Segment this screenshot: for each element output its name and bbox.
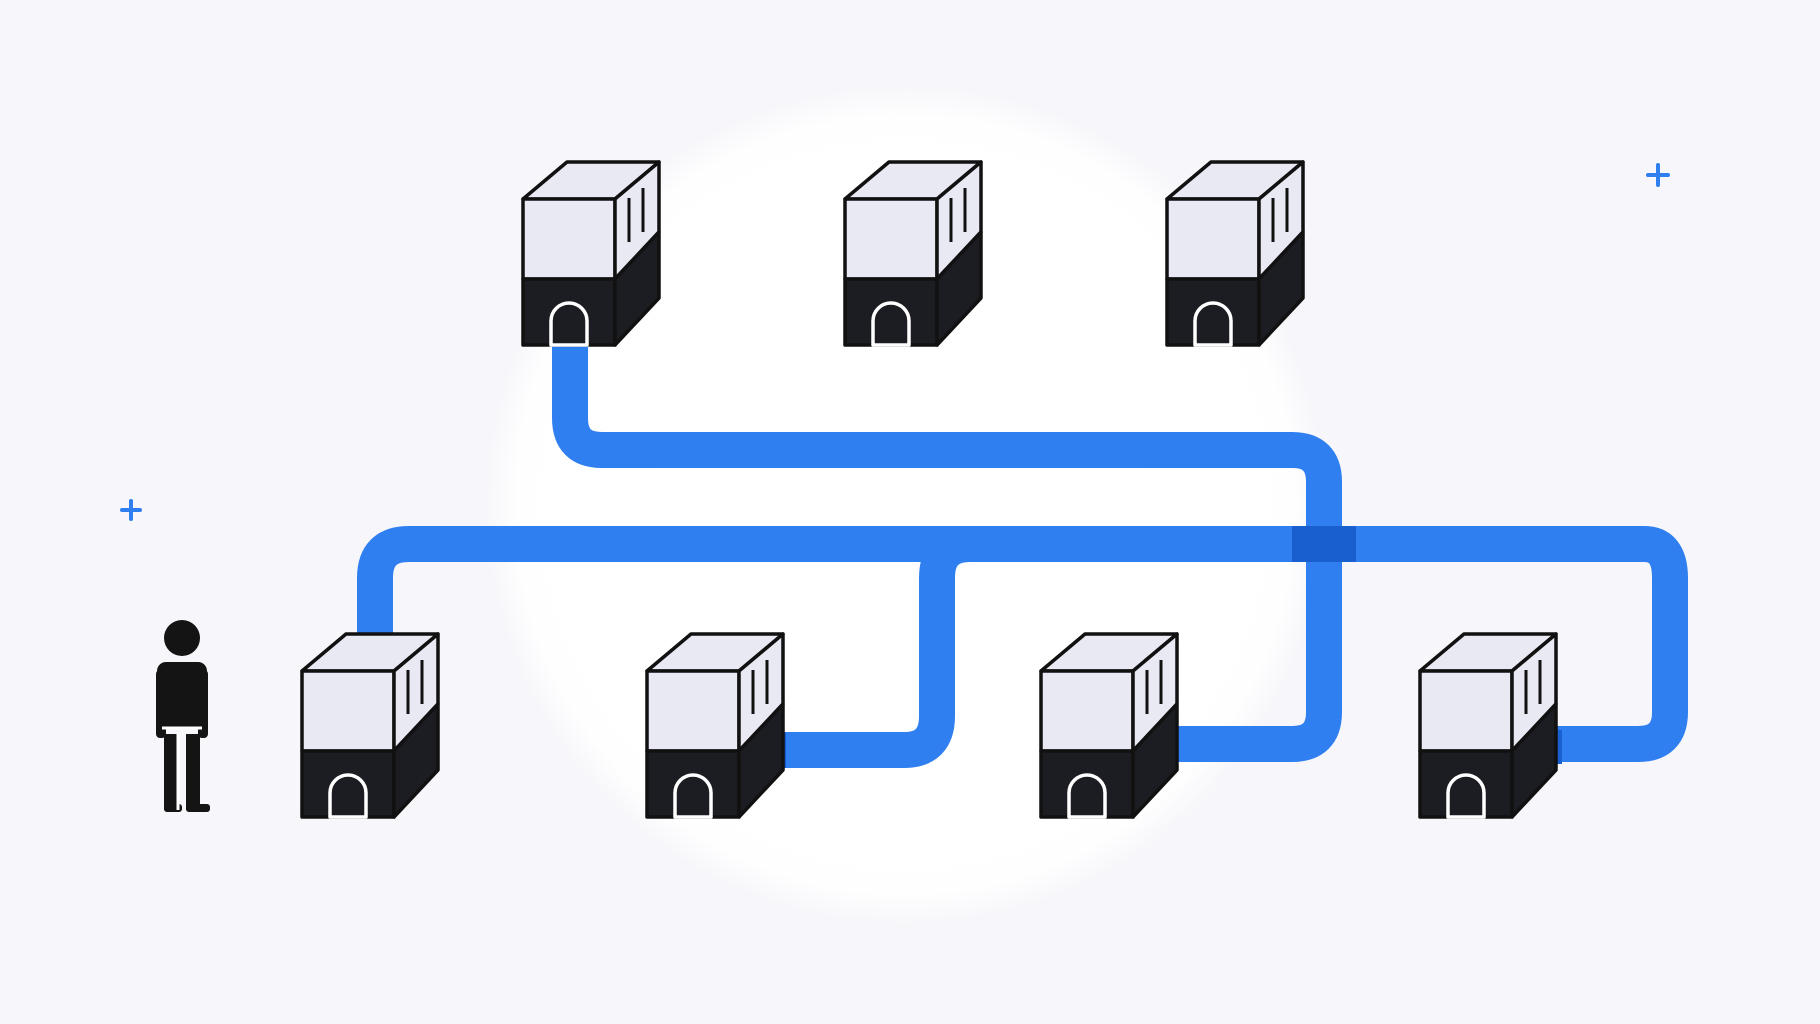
building-side-lower [1257,230,1305,347]
pipe-bottom1-to-bottom4 [357,526,1688,762]
building-nodes [300,160,1558,819]
building-side-lower [1510,702,1558,819]
pipe-crossing [1292,526,1356,562]
person-arm-right [198,670,208,738]
building-door [1446,773,1486,819]
building-side-lower [737,702,785,819]
person-leg-left [164,734,178,810]
building-door [328,773,368,819]
plus-sparkle-icon [1646,163,1670,187]
person-head [164,620,200,656]
building-front-upper [645,669,741,753]
person-leg-right [186,734,200,810]
person-arm-left [156,670,166,738]
building-node-bottom-4 [1418,632,1558,819]
building-side-lower [392,702,440,819]
building-side-lower [613,230,661,347]
person-foot-right [186,804,210,812]
pipe-top1-to-bottom3 [552,322,1342,762]
building-side-lower [1131,702,1179,819]
building-front-upper [843,197,939,281]
building-front-upper [1418,669,1514,753]
building-front-upper [300,669,396,753]
person-torso [157,662,207,728]
building-door [1067,773,1107,819]
building-door [871,301,911,347]
building-node-bottom-3 [1039,632,1179,819]
plus-sparkle-icon [120,499,142,521]
building-front-upper [521,197,617,281]
building-node-bottom-1 [300,632,440,819]
building-door [673,773,713,819]
building-node-bottom-2 [645,632,785,819]
connection-pipes [357,322,1688,768]
building-node-top-2 [843,160,983,347]
building-door [1193,301,1233,347]
person-icon [156,620,210,812]
building-side-lower [935,230,983,347]
pipe-bottom2-to-rail [762,526,1318,768]
building-front-upper [1165,197,1261,281]
building-front-upper [1039,669,1135,753]
building-node-top-1 [521,160,661,347]
building-node-top-3 [1165,160,1305,347]
building-door [549,301,589,347]
